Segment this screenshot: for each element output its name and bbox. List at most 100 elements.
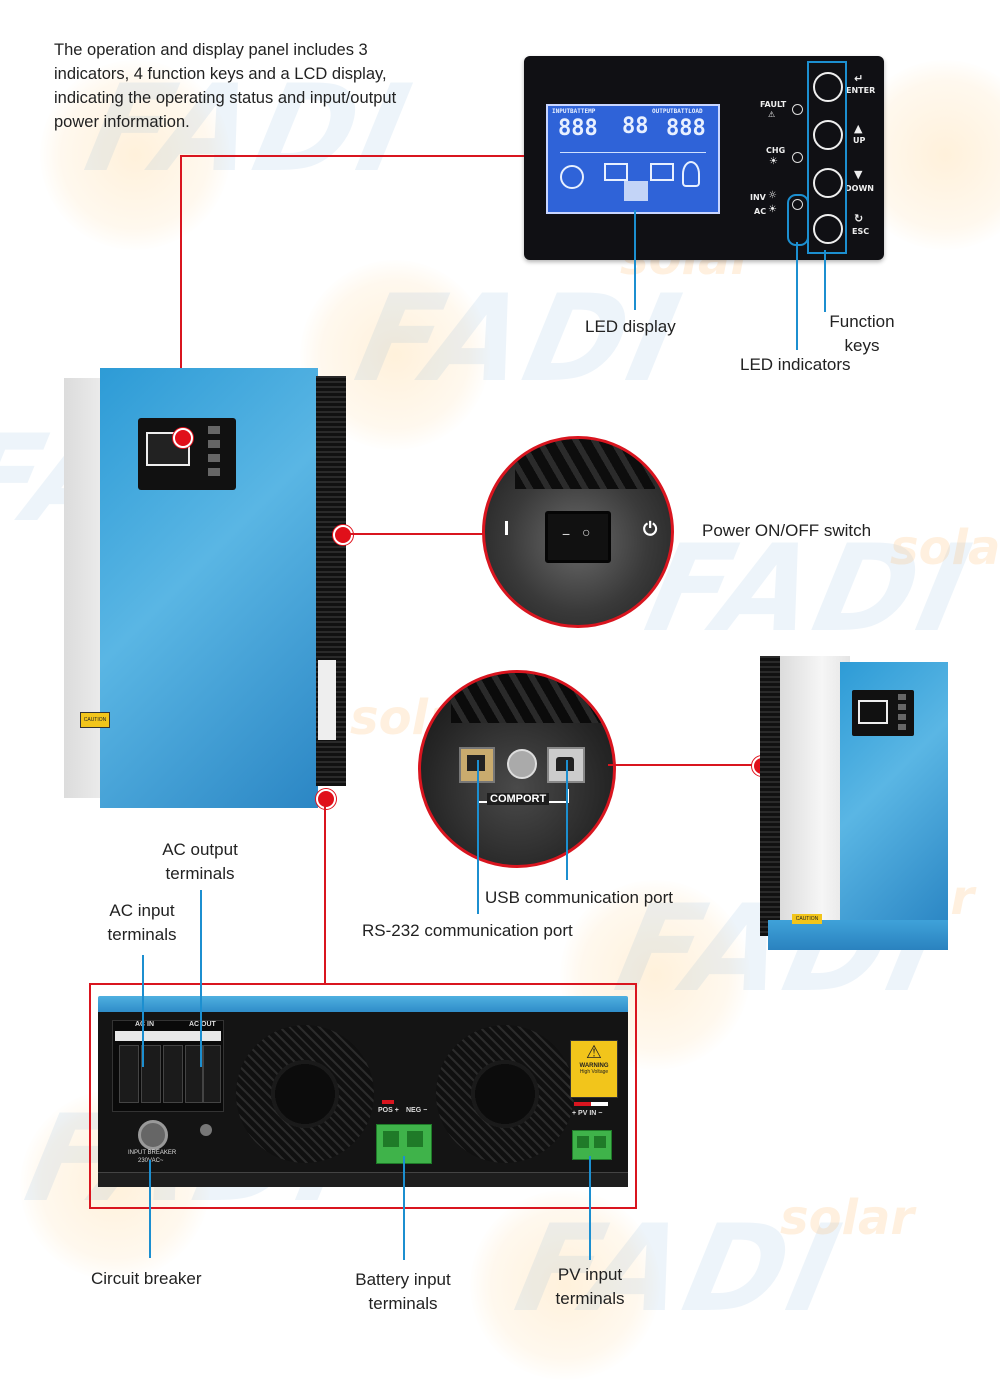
pv-input-label: PV input terminals: [555, 1265, 625, 1308]
switch-off-mark: ○: [582, 524, 591, 540]
esc-key[interactable]: [813, 214, 843, 244]
high-voltage-warning: ⚠ WARNING High Voltage: [570, 1040, 618, 1098]
circuit-breaker-label: Circuit breaker: [91, 1269, 202, 1288]
rating-sticker: [318, 660, 336, 740]
on-indicator-icon: [505, 521, 508, 535]
cooling-fan-left: [236, 1025, 374, 1163]
ac-out-terminal: [203, 1045, 221, 1103]
bottom-view-base: [98, 1172, 628, 1187]
up-triangle-icon: ▲: [854, 122, 863, 135]
function-keys-label: Function keys: [829, 312, 895, 355]
ac-input-leader: [142, 955, 144, 1067]
inverter-main-buttons: [208, 426, 220, 482]
circuit-breaker: [138, 1120, 168, 1150]
sun-outline-icon: ☼: [768, 190, 777, 201]
power-switch-label: Power ON/OFF switch: [702, 521, 872, 540]
usb-port-label: USB communication port: [485, 888, 674, 907]
power-switch-closeup: − ○ ⏻: [482, 436, 674, 628]
warning-triangle-icon: ⚠: [585, 1042, 603, 1062]
switch-on-mark: −: [562, 526, 571, 542]
lcd-digits-mid: 88: [622, 114, 649, 139]
ac-label-strip: [115, 1031, 221, 1041]
led-indicator-leader: [796, 242, 798, 350]
caution-label: CAUTION: [80, 712, 110, 728]
inverter-side-left: [760, 656, 782, 936]
pos-marker: [382, 1100, 394, 1104]
led-chg-label: CHG: [766, 146, 786, 155]
load-bulb-icon: [682, 161, 700, 187]
battery-leader: [403, 1156, 405, 1260]
usb-leader: [566, 760, 568, 880]
bottom-view-frame: [89, 983, 637, 1209]
led-chg: [792, 152, 803, 163]
pv-terminal: [572, 1130, 612, 1160]
down-triangle-icon: ▼: [854, 168, 863, 181]
breaker-label: INPUT BREAKER: [128, 1150, 177, 1156]
display-callout-dot: [173, 428, 193, 448]
ac-in-terminal: [141, 1045, 161, 1103]
watermark-sub: solar: [780, 1190, 915, 1246]
sun-icon: ☀: [768, 204, 777, 215]
warning-triangle-icon: ⚠: [768, 110, 776, 119]
control-panel-closeup: INPUTBATTEMP OUTPUTBATTLOAD 888 88 888 F…: [524, 56, 884, 260]
ac-in-terminal: [163, 1045, 183, 1103]
rs232-port-label: RS-232 communication port: [362, 921, 573, 940]
enter-arrow-icon: ↵: [854, 72, 864, 85]
watermark-text: FADI: [345, 270, 695, 409]
ac-out-terminal: [185, 1045, 203, 1103]
led-inv-label: INV: [750, 193, 766, 202]
inverter-side-buttons: [898, 694, 906, 732]
esc-key-label: ESC: [852, 227, 870, 236]
cooling-fan-right: [436, 1025, 574, 1163]
vent-slots: [515, 439, 655, 489]
inverter-icon: [650, 163, 674, 181]
dip-switch: [507, 749, 537, 779]
function-keys-leader: [824, 250, 826, 312]
neg-label: NEG −: [406, 1107, 428, 1114]
pv-terminal-screw: [577, 1136, 589, 1148]
inverter-side-display: [852, 690, 914, 736]
vent-slots: [451, 673, 601, 723]
led-display-label: LED display: [585, 317, 676, 336]
led-ac-label: AC: [754, 207, 767, 216]
inverter-side-base: [768, 920, 948, 950]
panel-connector-v: [180, 155, 182, 437]
enter-key-label: ENTER: [846, 86, 876, 95]
warning-subtext: High Voltage: [579, 1069, 609, 1075]
lcd-display: INPUTBATTEMP OUTPUTBATTLOAD 888 88 888: [546, 104, 720, 214]
battery-icon: [624, 181, 648, 201]
grid-icon: [560, 165, 584, 189]
up-key[interactable]: [813, 120, 843, 150]
down-key-label: DOWN: [845, 184, 874, 193]
ac-output-leader: [200, 890, 202, 1067]
ac-terminal-block: AC IN AC OUT: [112, 1020, 224, 1112]
usb-b-socket: [556, 757, 574, 771]
pv-markers: [574, 1102, 608, 1106]
pv-in-label: + PV IN −: [572, 1110, 603, 1117]
rs232-leader: [477, 760, 479, 914]
battery-terminal-screw: [383, 1131, 399, 1147]
ac-out-label: AC OUT: [189, 1021, 216, 1028]
lcd-digits-left: 888: [558, 116, 598, 141]
down-key[interactable]: [813, 168, 843, 198]
comport-closeup: COMPORT: [418, 670, 616, 868]
led-indicators-label: LED indicators: [740, 355, 851, 374]
inverter-side-lcd: [858, 700, 888, 724]
enter-key[interactable]: [813, 72, 843, 102]
panel-connector-h: [180, 155, 524, 157]
rocker-switch[interactable]: − ○: [545, 511, 611, 563]
ac-input-label: AC input terminals: [107, 901, 177, 944]
led-inv-ac: [792, 199, 803, 210]
pv-panel-icon: [604, 163, 628, 181]
comport-connector: [608, 764, 760, 766]
lcd-digits-right: 888: [666, 116, 706, 141]
ac-in-label: AC IN: [135, 1021, 155, 1028]
watermark-sub: solar: [890, 520, 1000, 576]
circuit-breaker-leader: [149, 1160, 151, 1258]
switch-callout-dot: [333, 525, 353, 545]
led-display-leader: [634, 210, 636, 310]
lcd-top-left-label: INPUTBATTEMP: [552, 108, 596, 115]
ac-in-terminal: [119, 1045, 139, 1103]
pv-terminal-screw: [594, 1136, 606, 1148]
return-icon: ↻: [854, 212, 864, 225]
